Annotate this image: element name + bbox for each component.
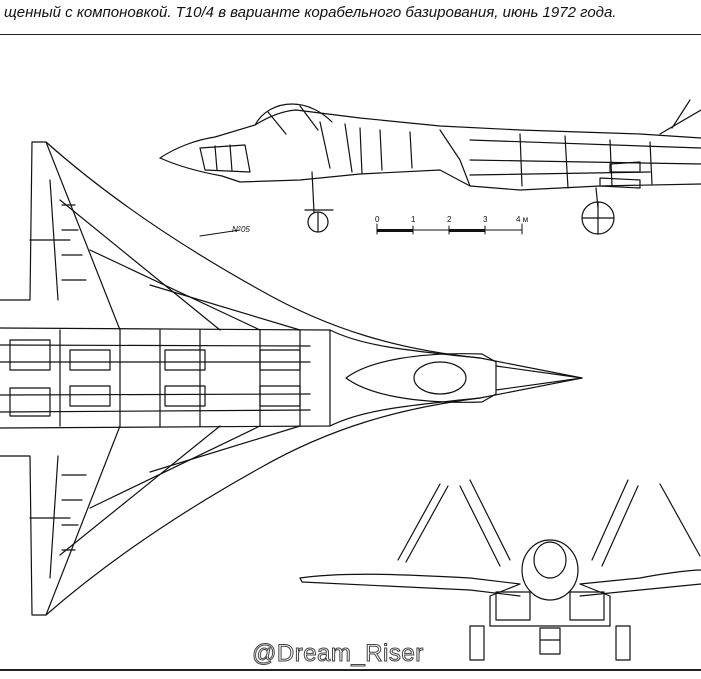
front-view — [299, 479, 701, 661]
scale-tick-3: 3 — [483, 215, 488, 224]
bottom-rule — [0, 669, 701, 671]
side-fuselage-outline — [159, 109, 701, 159]
side-canopy — [254, 103, 333, 126]
side-view: N°05 — [159, 99, 701, 237]
watermark: @Dream_Riser — [252, 640, 424, 668]
plan-canopy — [413, 361, 467, 395]
front-wing-left — [299, 573, 521, 585]
front-fin-left — [469, 479, 511, 561]
scale-bar: 0 1 2 3 4 м — [375, 215, 528, 235]
figure-caption: щенный с компоновкой. Т10/4 в варианте к… — [4, 4, 617, 21]
top-rule — [0, 34, 701, 35]
plan-view — [0, 141, 583, 616]
front-fin-right — [591, 479, 629, 561]
scale-tick-2: 2 — [447, 215, 452, 224]
scale-tick-0: 0 — [375, 215, 380, 224]
scale-tick-4: 4 м — [516, 215, 528, 224]
side-tail-fin — [659, 109, 701, 135]
plan-lower-outline — [0, 377, 583, 616]
front-wing-right — [579, 569, 701, 585]
side-nose-gear — [311, 171, 315, 213]
scale-tick-1: 1 — [411, 215, 416, 224]
plan-upper-outline — [0, 141, 583, 379]
side-view-marking: N°05 — [232, 225, 250, 234]
